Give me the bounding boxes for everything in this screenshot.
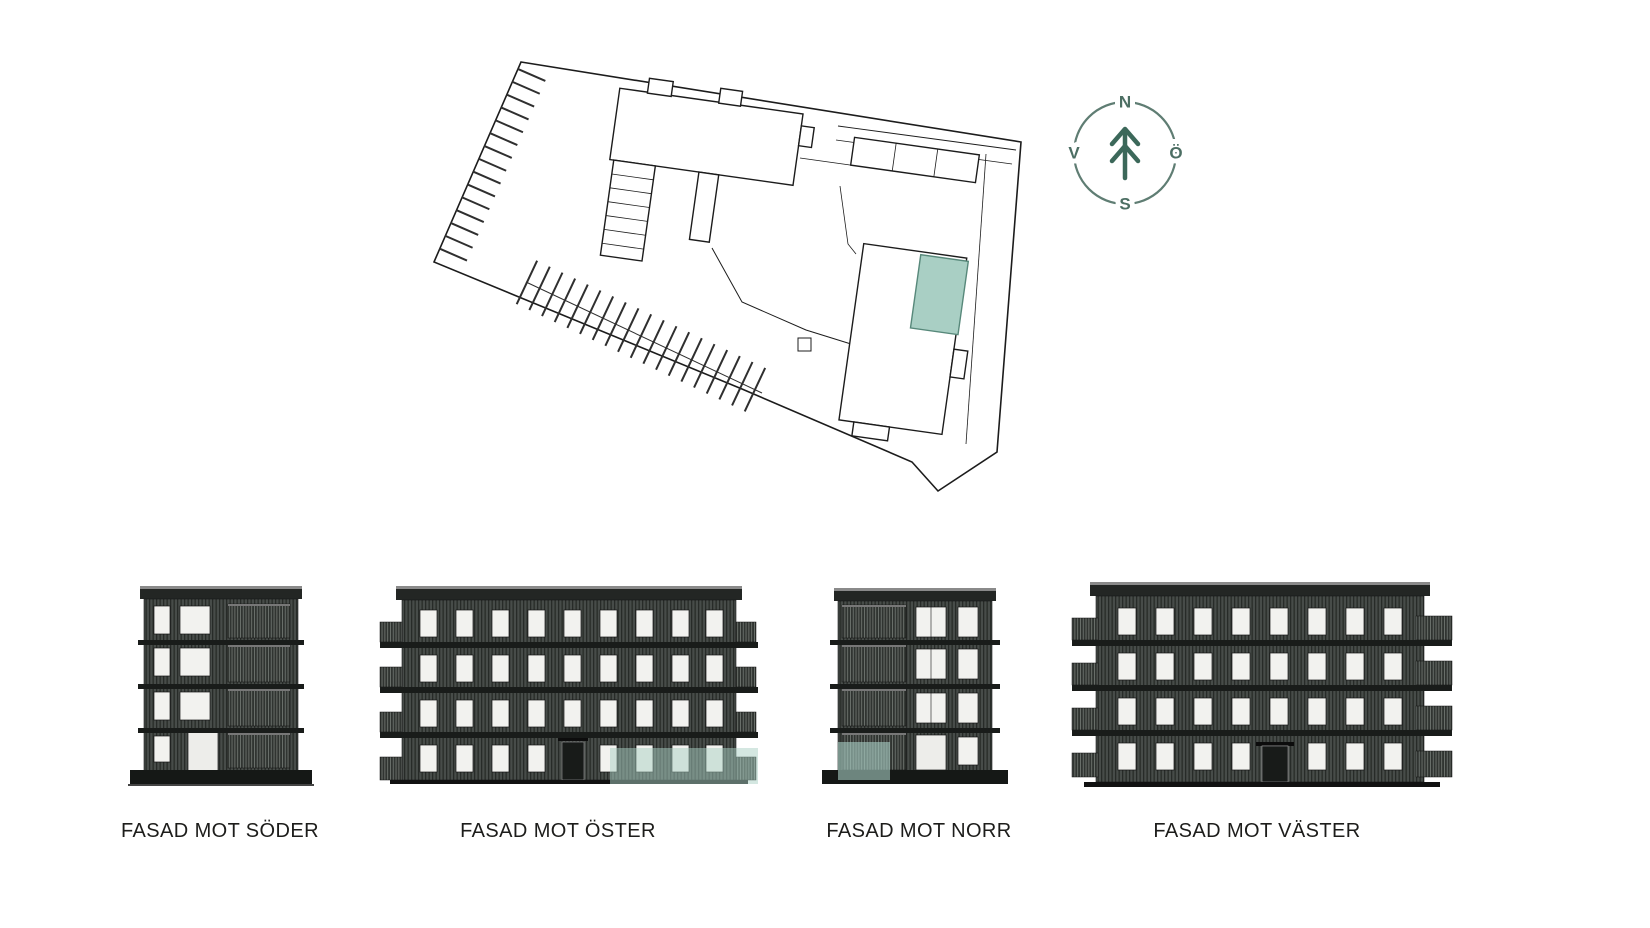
building-north — [599, 77, 816, 262]
facade-soder-elevation — [128, 586, 314, 786]
facade-vaster-label: FASAD MOT VÄSTER — [1153, 819, 1361, 842]
compass: N Ö S V — [1063, 88, 1187, 219]
windows — [153, 605, 219, 778]
facade-oster-label: FASAD MOT ÖSTER — [460, 819, 656, 842]
facade-soder-label: FASAD MOT SÖDER — [121, 819, 319, 842]
balconies — [227, 603, 291, 769]
compass-label-v: V — [1068, 144, 1080, 163]
building-northeast — [849, 136, 981, 184]
compass-ring — [1072, 100, 1178, 206]
highlighted-unit-overlay — [610, 748, 758, 784]
compass-label-n: N — [1119, 93, 1131, 112]
entrance-door — [1254, 742, 1296, 787]
small-structure — [797, 337, 812, 352]
parking-rows — [436, 68, 773, 415]
road-line — [837, 125, 1017, 151]
north-arrow-icon — [1109, 126, 1141, 181]
site-plan — [432, 61, 1022, 493]
building-east — [838, 242, 970, 442]
road-line — [965, 153, 987, 445]
windows — [419, 609, 724, 773]
windows — [915, 606, 979, 771]
balconies — [1071, 615, 1453, 778]
windows — [1117, 607, 1403, 771]
facade-vaster-elevation — [1071, 582, 1453, 787]
facade-norr-elevation — [822, 588, 1008, 784]
facade-oster-elevation — [379, 586, 758, 784]
path-line — [799, 157, 851, 166]
compass-label-e: Ö — [1169, 144, 1182, 163]
highlighted-unit-overlay — [838, 742, 890, 780]
facade-norr-label: FASAD MOT NORR — [826, 819, 1012, 842]
compass-label-s: S — [1119, 195, 1130, 214]
path-line — [711, 247, 852, 345]
path-line — [839, 185, 857, 255]
highlighted-unit — [909, 253, 970, 336]
